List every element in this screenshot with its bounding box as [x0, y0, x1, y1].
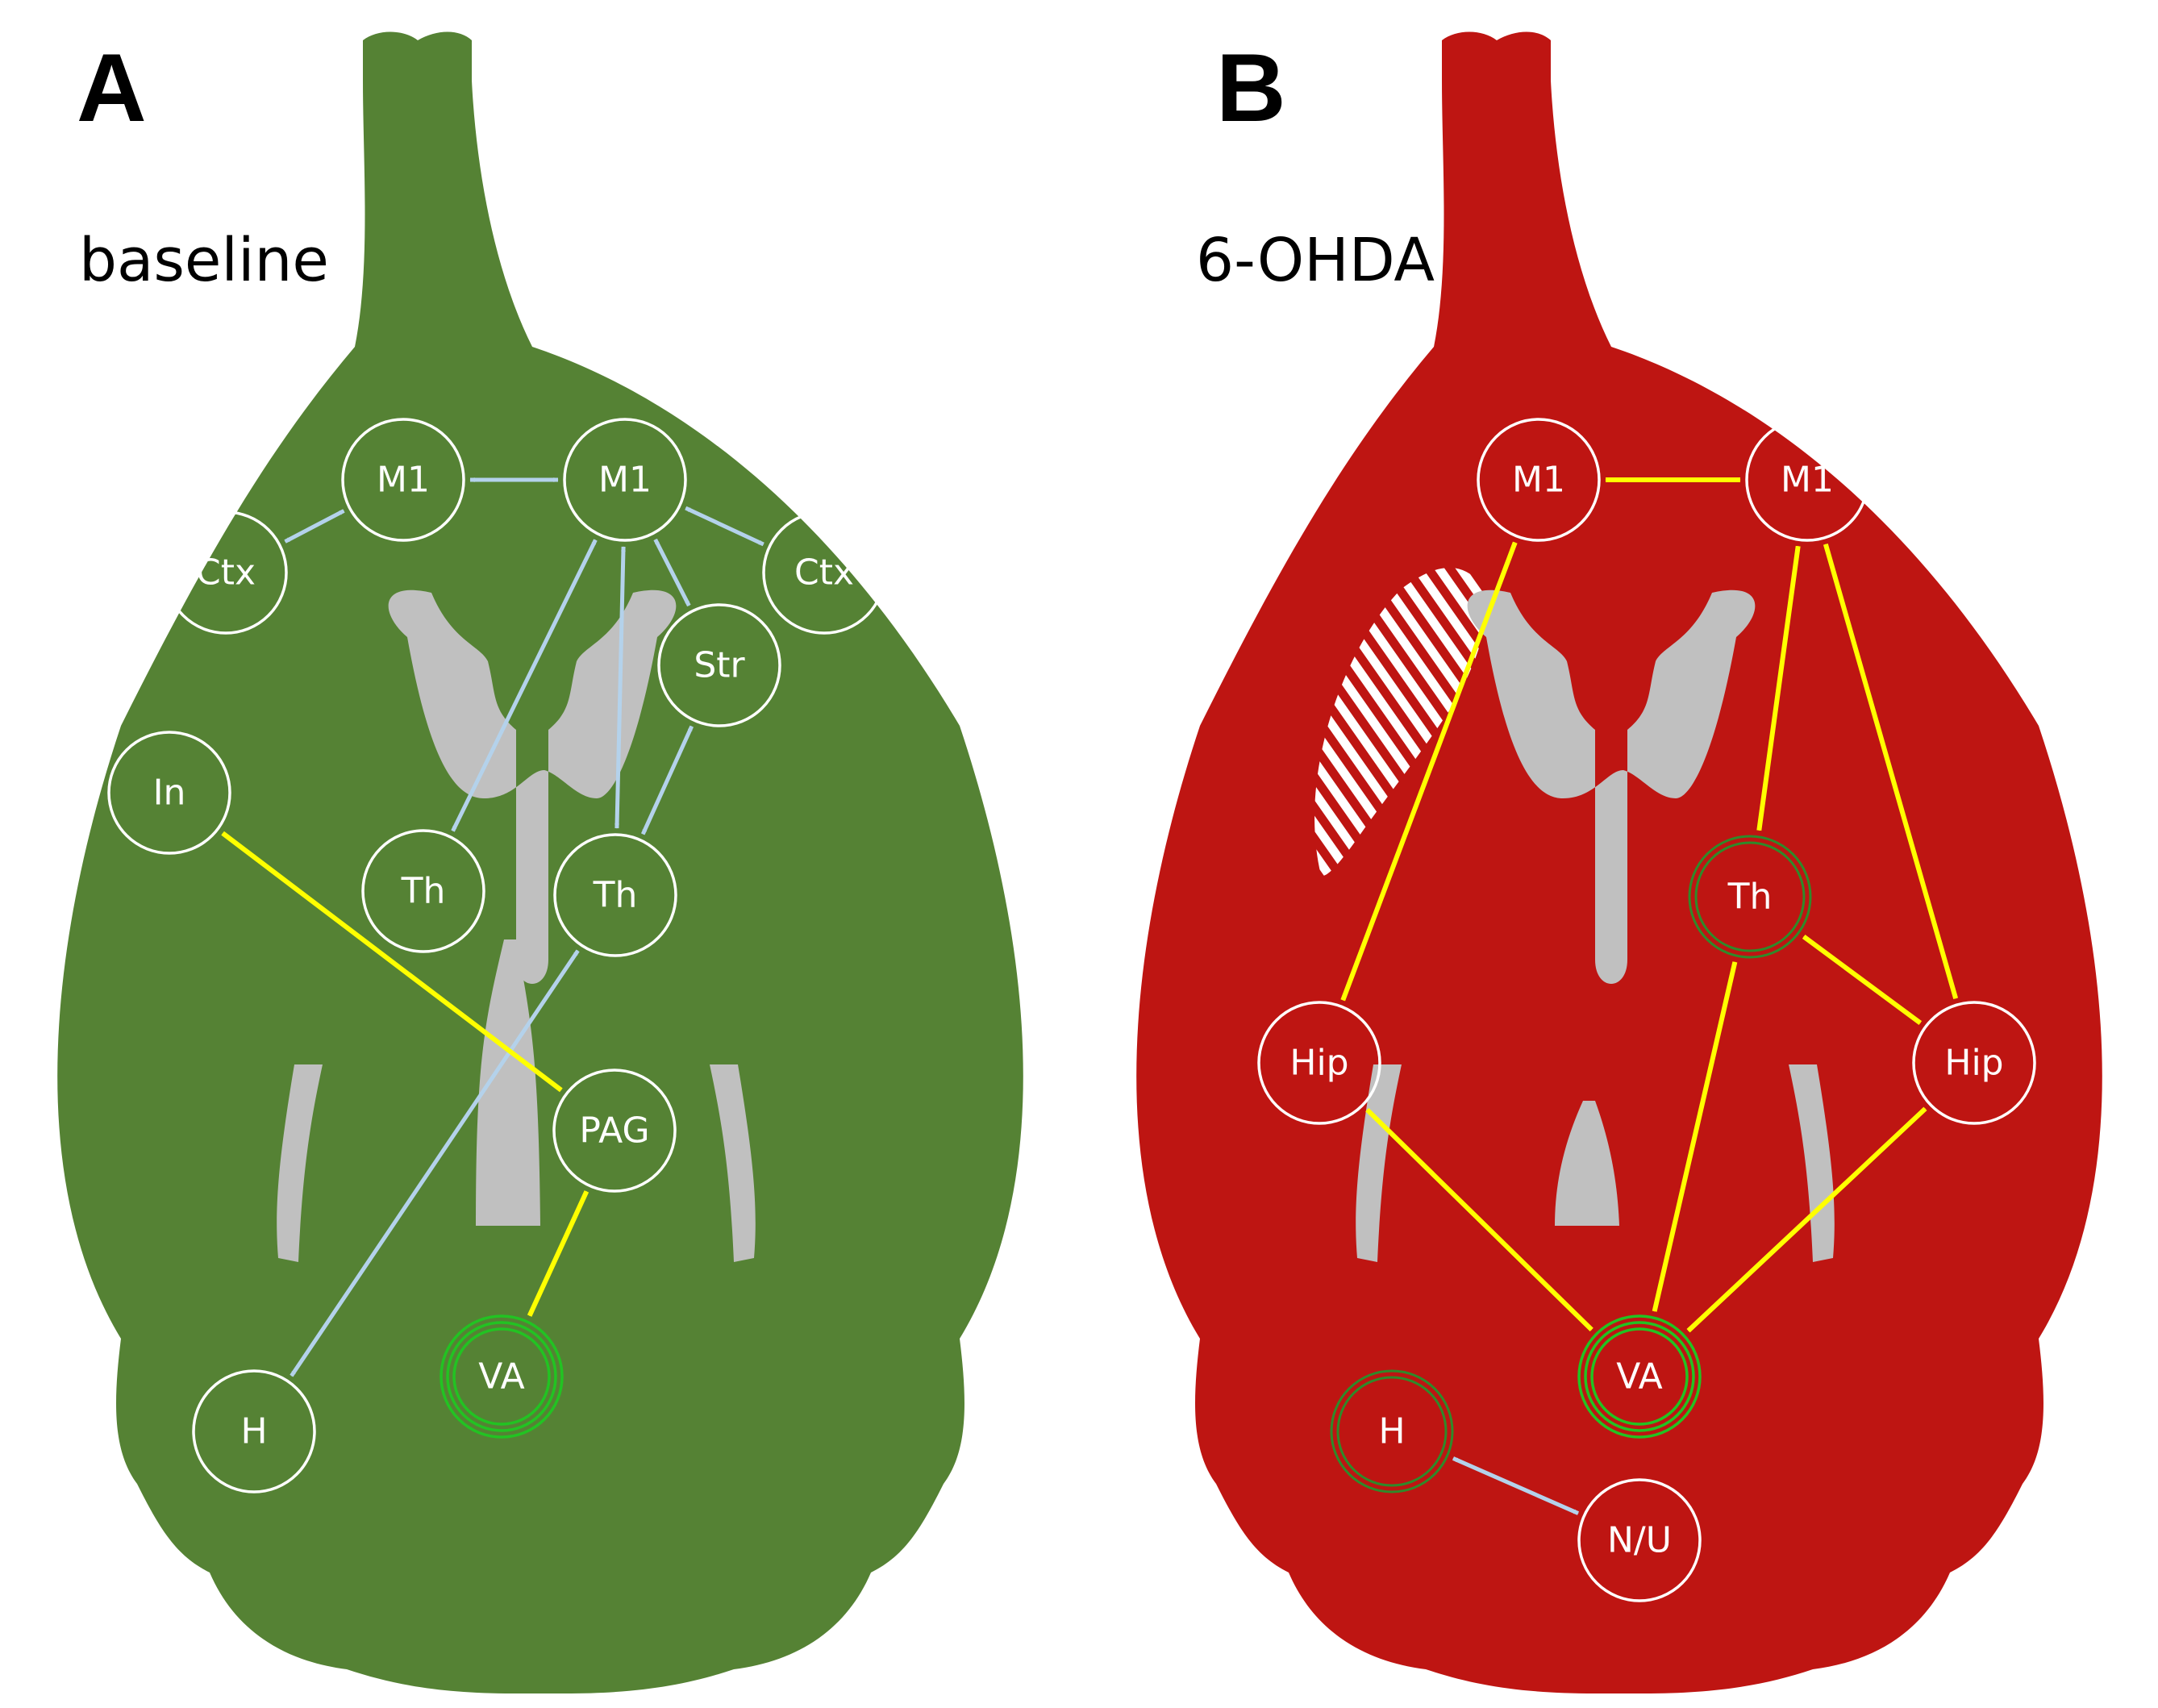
node-circle [762, 510, 886, 635]
node-circle [552, 1069, 677, 1193]
node-ring-highlight [1590, 1327, 1689, 1426]
node-circle [192, 1369, 316, 1493]
node-ring-highlight [452, 1327, 551, 1426]
connection-b-m1-left-b-hip-left [1340, 541, 1518, 1002]
node-b-hip-right: Hip [1912, 1001, 2036, 1125]
node-circle [107, 731, 231, 855]
node-label: M1 [1781, 460, 1834, 501]
node-ring-highlight [440, 1314, 564, 1439]
connection-a-m1-right-a-ctx-right [685, 506, 764, 547]
node-ring-highlight [446, 1321, 557, 1432]
node-label: M1 [377, 460, 430, 501]
node-label: M1 [598, 460, 652, 501]
connection-b-th-b-hip-right [1802, 935, 1923, 1025]
node-label: N/U [1607, 1520, 1672, 1561]
node-b-th: Th [1688, 835, 1812, 959]
panel-b-letter: B [1216, 34, 1286, 142]
connection-a-pag-a-va [527, 1190, 589, 1317]
connection-a-m1-left-a-ctx-left [284, 509, 345, 544]
node-ring-highlight [1584, 1321, 1695, 1432]
node-circle [1477, 418, 1601, 542]
node-label: Th [593, 875, 638, 916]
node-label: Th [401, 871, 446, 912]
panel-b-connections [1340, 477, 1959, 1515]
connection-b-hip-right-b-va [1686, 1106, 1927, 1333]
node-label: VA [1616, 1356, 1662, 1398]
connection-a-str-a-th-right [640, 725, 694, 835]
node-circle [553, 833, 677, 957]
panel-a-condition-label: baseline [79, 226, 329, 295]
panel-a-letter: A [77, 34, 147, 142]
node-label: In [153, 773, 186, 814]
node-circle [657, 603, 781, 727]
panel-a-connections [221, 477, 764, 1377]
connection-b-hip-left-b-va [1365, 1107, 1594, 1332]
node-circle [1745, 418, 1869, 542]
node-ring-highlight [1694, 841, 1806, 952]
node-a-m1-right: M1 [563, 418, 687, 542]
node-a-in: In [107, 731, 231, 855]
node-label: Th [1727, 877, 1773, 918]
node-label: Hip [1944, 1043, 2003, 1084]
node-circle [563, 418, 687, 542]
connection-a-m1-right-a-th-left [451, 539, 598, 832]
connection-a-in-a-pag [221, 831, 563, 1093]
connection-a-m1-right-a-th-right [614, 546, 626, 829]
node-label: VA [478, 1356, 524, 1398]
node-a-str: Str [657, 603, 781, 727]
node-circle [1257, 1001, 1381, 1125]
right-posterior-ventricle-shape [710, 1064, 756, 1262]
connection-b-m1-right-b-th [1756, 545, 1801, 831]
node-a-m1-left: M1 [341, 418, 465, 542]
node-circle [1577, 1478, 1702, 1602]
node-b-hip-left: Hip [1257, 1001, 1381, 1125]
node-a-th-right: Th [553, 833, 677, 957]
node-b-nu: N/U [1577, 1478, 1702, 1602]
node-label: H [1378, 1411, 1405, 1452]
node-circle [1912, 1001, 2036, 1125]
node-circle [164, 510, 288, 635]
node-label: Ctx [196, 552, 256, 594]
node-ring-highlight [1577, 1314, 1702, 1439]
connection-b-m1-right-b-hip-right [1823, 543, 1959, 1000]
node-label: M1 [1512, 460, 1565, 501]
node-ring-highlight [1336, 1376, 1448, 1487]
node-b-m1-left: M1 [1477, 418, 1601, 542]
node-label: Hip [1289, 1043, 1348, 1084]
node-a-th-left: Th [361, 829, 485, 953]
node-ring-highlight [1330, 1369, 1454, 1493]
node-a-ctx-left: Ctx [164, 510, 288, 635]
node-label: PAG [579, 1110, 649, 1152]
node-b-h: H [1330, 1369, 1454, 1493]
node-a-h: H [192, 1369, 316, 1493]
connection-a-m1-right-a-str [653, 538, 691, 607]
node-label: Str [694, 645, 745, 686]
node-label: H [240, 1411, 267, 1452]
node-b-va: VA [1577, 1314, 1702, 1439]
connection-b-h-b-nu [1452, 1456, 1580, 1515]
node-ring-highlight [1688, 835, 1812, 959]
node-circle [361, 829, 485, 953]
panel-b-condition-label: 6-OHDA [1196, 226, 1435, 295]
node-label: Ctx [794, 552, 854, 594]
node-a-va: VA [440, 1314, 564, 1439]
node-circle [341, 418, 465, 542]
node-b-m1-right: M1 [1745, 418, 1869, 542]
lateral-ventricle-shape [1467, 589, 1756, 984]
node-a-pag: PAG [552, 1069, 677, 1193]
node-a-ctx-right: Ctx [762, 510, 886, 635]
